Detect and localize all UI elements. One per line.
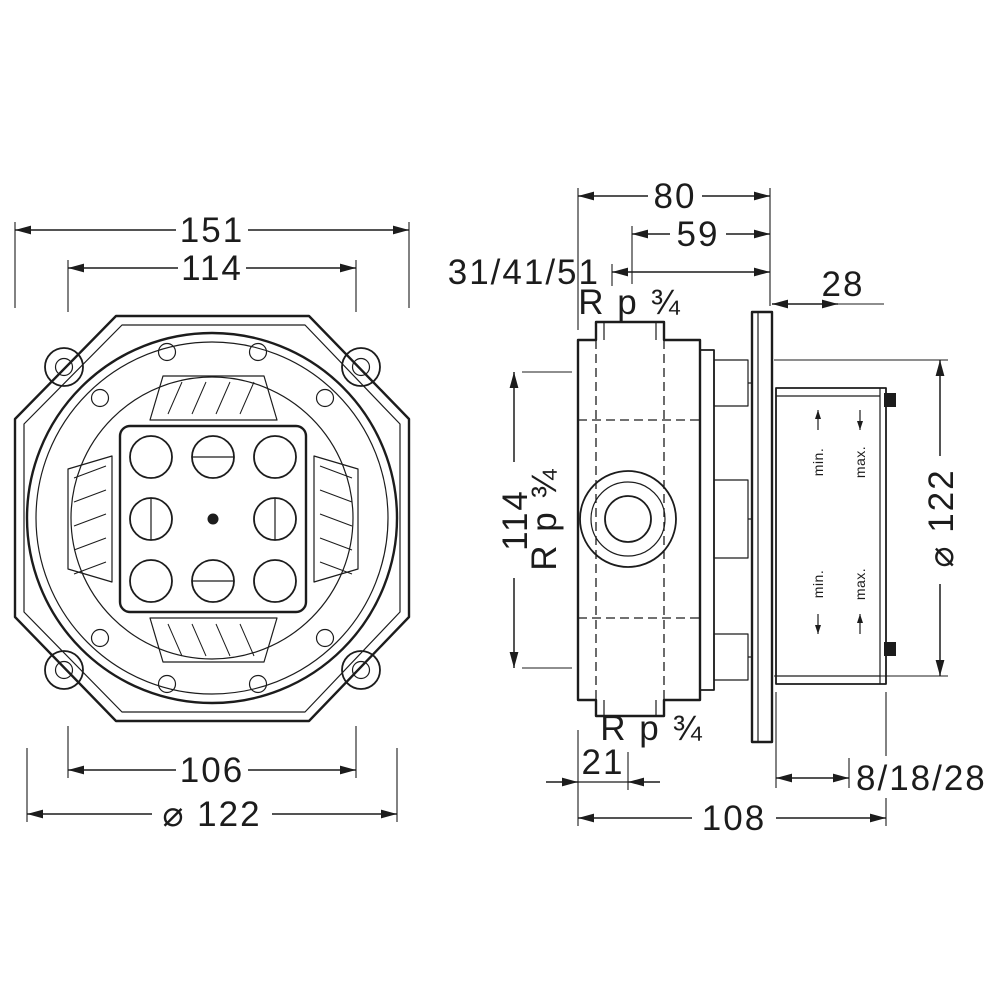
dim-total-depth: 108 [578, 692, 887, 838]
valve-body [576, 320, 702, 718]
plaster-level-marks: min. max. min. max. [810, 410, 868, 634]
dim-label-59: 59 [677, 215, 720, 254]
dim-label-21: 21 [582, 743, 625, 782]
dim-overall-depth: 80 [577, 177, 771, 330]
dim-label-diameter-side: ⌀ 122 [922, 468, 961, 567]
mounting-ears [44, 347, 381, 690]
thread-label-bottom: R p ¾ [600, 709, 703, 748]
dim-label-28: 28 [822, 265, 865, 304]
function-block [118, 424, 308, 614]
dim-label-151: 151 [180, 211, 244, 250]
body-rim-circles [25, 331, 399, 705]
side-port-outer [579, 470, 677, 568]
protection-cover [775, 387, 896, 685]
bracket-bottom [149, 617, 278, 663]
dim-bolt-width-bottom: 106 [67, 726, 357, 790]
dim-label-80: 80 [654, 177, 697, 216]
cover-clip-top [884, 393, 896, 407]
label-max-top: max. [852, 446, 868, 478]
dim-height: 114 [496, 371, 572, 669]
side-port-bore [604, 495, 652, 543]
dim-flange-diameter: ⌀ 122 [774, 359, 961, 677]
rim-screw-holes [90, 342, 335, 694]
bracket-left [67, 455, 113, 583]
dim-wall-offset: 28 [772, 265, 884, 309]
dim-bolt-width-top: 114 [67, 249, 357, 312]
label-min-bottom: min. [810, 570, 826, 598]
label-min-top: min. [810, 448, 826, 476]
octagon-flange [13, 314, 411, 723]
dim-label-8-18-28: 8/18/28 [856, 759, 987, 798]
dim-front-diameter: ⌀ 122 [26, 748, 398, 834]
dim-overall-width: 151 [14, 211, 410, 308]
dim-label-108: 108 [702, 799, 766, 838]
thread-label-top: R p ¾ [578, 283, 681, 322]
dim-label-diameter-front: ⌀ 122 [162, 795, 261, 834]
flange-plate [699, 310, 774, 744]
dim-cover-projection: 8/18/28 [775, 692, 987, 798]
cover-clip-bottom [884, 642, 896, 656]
front-view: 151 114 106 ⌀ 122 [13, 211, 411, 834]
dim-body-depth: 59 [631, 215, 770, 284]
dim-bottom-offset: 21 [546, 730, 660, 826]
dim-label-31-41-51: 31/41/51 [448, 253, 600, 292]
label-max-bottom: max. [852, 568, 868, 600]
bracket-top [149, 375, 278, 421]
dim-label-114-side: 114 [496, 489, 535, 551]
center-point [207, 513, 219, 525]
dim-installation-depth: 31/41/51 [448, 253, 770, 292]
side-view: min. max. min. max. R p ¾ R p ¾ R p ¾ 80… [448, 177, 987, 838]
dim-label-106: 106 [180, 751, 244, 790]
thread-label-side: R p ¾ [525, 467, 564, 570]
dim-label-114-front: 114 [181, 249, 243, 288]
bracket-right [313, 455, 359, 583]
